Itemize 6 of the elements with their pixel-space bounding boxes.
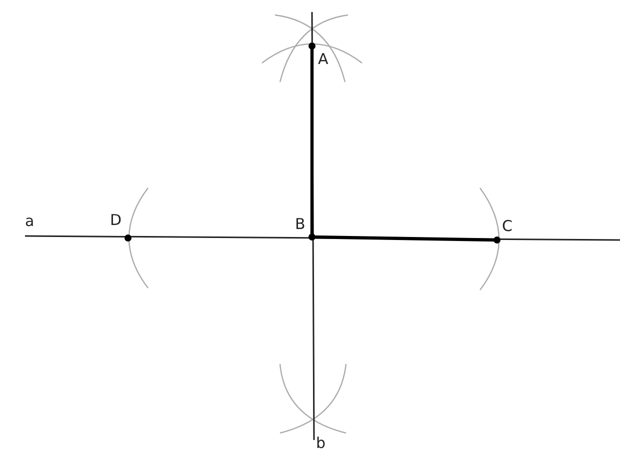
point-label: C: [502, 219, 512, 234]
point-label: a: [25, 214, 34, 229]
point-label: D: [110, 213, 122, 228]
point-label: b: [316, 436, 326, 451]
point-label: A: [318, 52, 328, 67]
point-label: B: [295, 217, 306, 232]
